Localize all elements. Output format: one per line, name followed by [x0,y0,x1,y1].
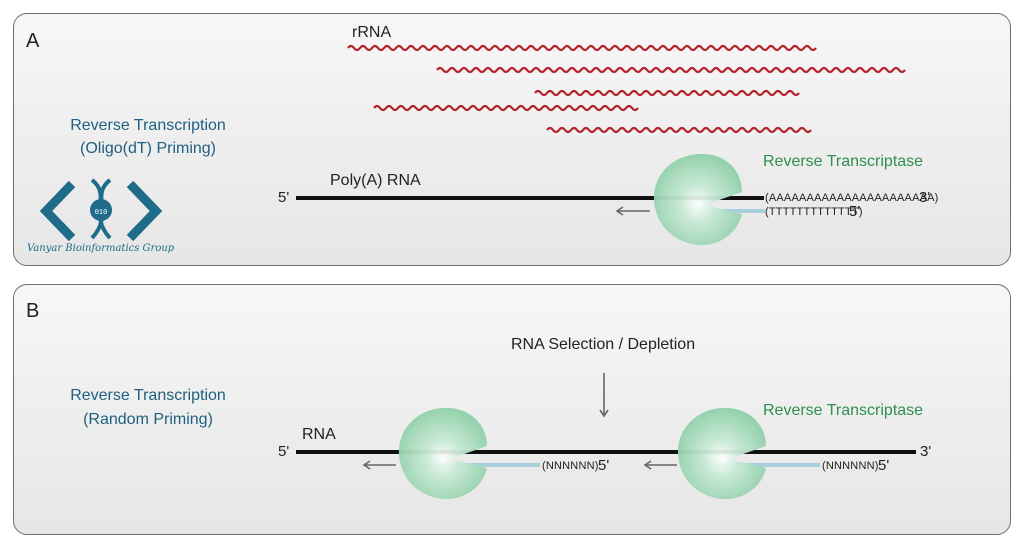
reverse-transcriptase-enzyme [677,407,766,500]
reverse-transcriptase-enzyme [653,153,742,246]
rrna-strand [546,126,812,134]
random-primer-1-five-prime: 5' [598,457,610,474]
five-prime-label: 5' [278,189,290,206]
rrna-strand [436,66,906,74]
left-arrow-icon [615,206,650,216]
five-prime-label: 5' [278,443,290,460]
oligo-dt-sequence: (TTTTTTTTTTTTT) [765,206,863,218]
svg-text:010: 010 [95,209,108,217]
panel-b-method-line2: (Random Priming) [83,411,213,428]
rrna-strand [534,89,800,97]
random-primer-2-five-prime: 5' [878,457,890,474]
reverse-transcriptase-label: Reverse Transcriptase [763,402,924,419]
left-arrow-icon [362,460,396,470]
three-prime-label: 3' [919,189,931,206]
logo-text: Vanyar Bioinformatics Group [27,243,175,254]
three-prime-label: 3' [920,443,932,460]
dna-logo-icon: 010 [39,178,163,242]
reverse-transcriptase-label: Reverse Transcriptase [763,153,924,170]
panel-b-letter: B [26,300,40,322]
panel-b [13,284,1011,535]
panel-a-method-line1: Reverse Transcription [70,117,226,134]
selection-label: RNA Selection / Depletion [511,336,696,353]
polya-sequence: (AAAAAAAAAAAAAAAAAAAAAA) [765,192,939,204]
rna-label: RNA [302,426,336,443]
panel-a [13,13,1011,266]
rrna-strand [347,44,817,52]
random-primer-1-sequence: (NNNNNN) [542,460,599,472]
panel-a-letter: A [26,30,40,52]
reverse-transcriptase-enzyme [398,407,487,500]
panel-b-method-line1: Reverse Transcription [70,387,226,404]
rrna-strands [347,44,906,134]
down-arrow-icon [599,373,609,418]
random-primer-2-sequence: (NNNNNN) [822,460,879,472]
polya-rna-label: Poly(A) RNA [330,172,421,189]
panel-a-method-line2: (Oligo(dT) Priming) [79,140,216,157]
rrna-label: rRNA [352,24,392,41]
primer-five-prime-label: 5' [849,203,861,220]
left-arrow-icon [643,460,677,470]
rrna-strand [373,104,639,112]
